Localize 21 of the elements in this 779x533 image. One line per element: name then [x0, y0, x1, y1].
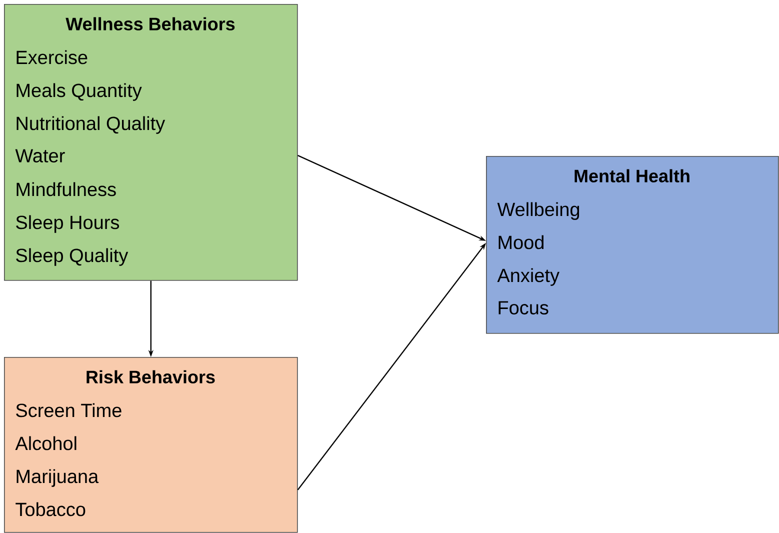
box-heading: Wellness Behaviors [66, 17, 235, 30]
list-item: Sleep Quality [16, 248, 128, 266]
list-item: Meals Quantity [16, 83, 142, 101]
category-box [486, 156, 779, 334]
list-item: Focus [498, 301, 548, 314]
list-item: Alcohol [15, 436, 76, 450]
list-item: Tobacco [16, 502, 86, 516]
list-item: Screen Time [16, 403, 122, 418]
box-heading: Mental Health [574, 169, 690, 182]
list-item: Mindfulness [16, 182, 116, 196]
list-item: Sleep Hours [16, 215, 120, 233]
list-item: Anxiety [497, 268, 560, 286]
list-item: Marijuana [16, 469, 99, 487]
list-item: Mood [498, 235, 544, 250]
list-item: Nutritional Quality [16, 116, 166, 134]
list-item: Exercise [16, 50, 88, 64]
list-item: Wellbeing [497, 202, 580, 220]
category-box [4, 357, 298, 533]
category-box [4, 4, 298, 281]
box-heading: Risk Behaviors [86, 370, 215, 384]
list-item: Water [15, 149, 65, 162]
